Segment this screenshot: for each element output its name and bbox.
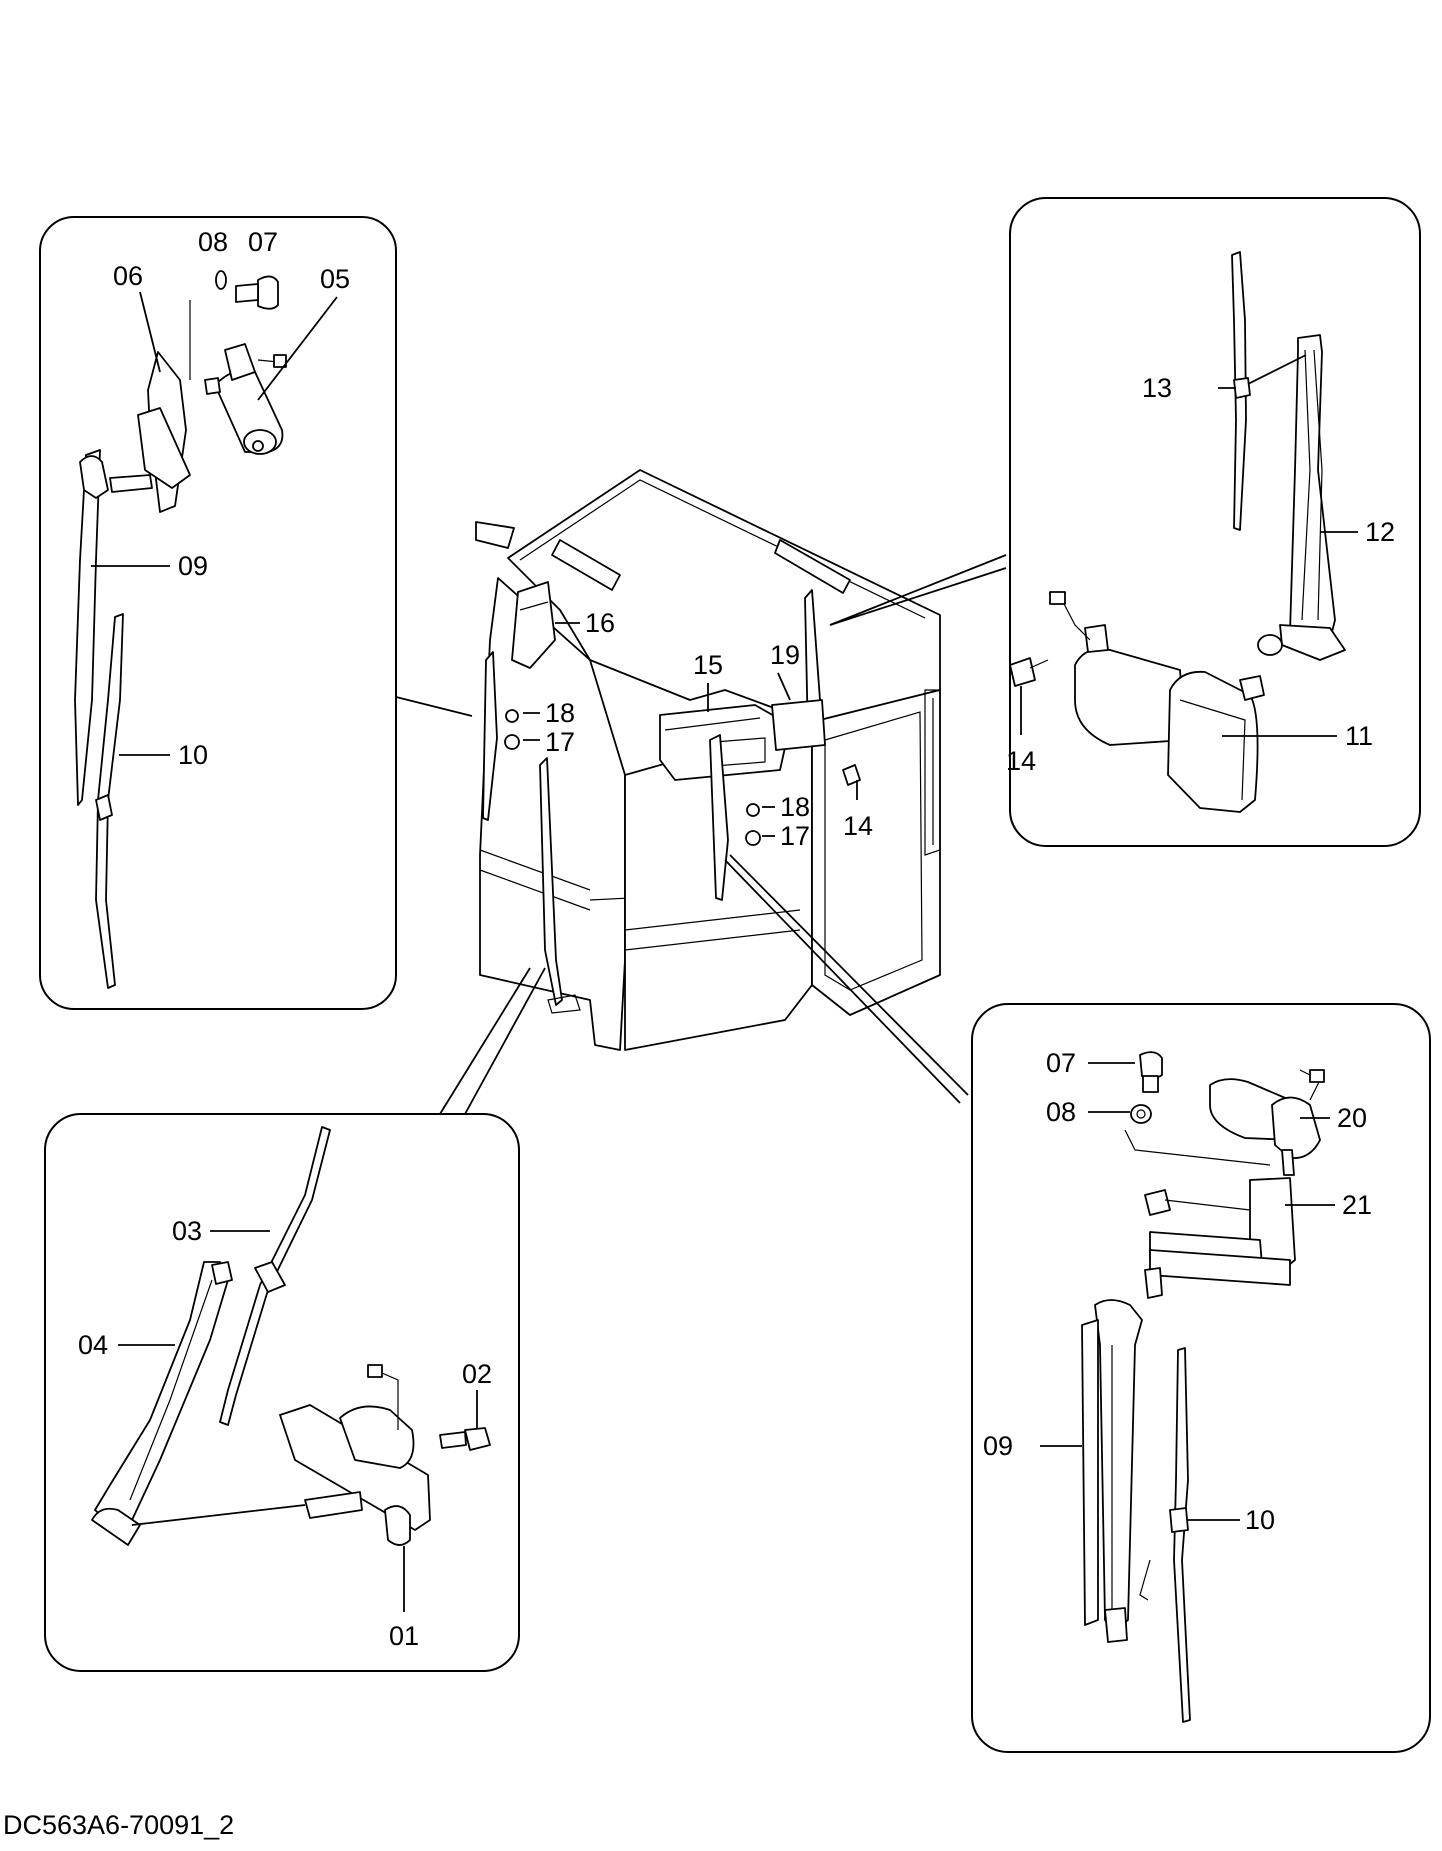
callout-08: 08 bbox=[198, 227, 228, 257]
cab-body bbox=[475, 469, 941, 1051]
callout-06: 06 bbox=[113, 261, 143, 291]
callout-11: 11 bbox=[1345, 721, 1373, 751]
callout-10-detail: 10 bbox=[1245, 1505, 1275, 1535]
callout-04: 04 bbox=[78, 1330, 108, 1360]
callout-05: 05 bbox=[320, 264, 350, 294]
detail-frame-top-right: 13 12 14 11 bbox=[829, 197, 1421, 847]
detail-frame-bottom-left: 03 04 02 01 bbox=[44, 967, 546, 1672]
callout-21: 21 bbox=[1342, 1190, 1372, 1220]
callout-20: 20 bbox=[1337, 1103, 1367, 1133]
detail-frame-bottom-right: 07 08 20 21 09 10 bbox=[724, 854, 1431, 1753]
callout-17-right: 17 bbox=[780, 821, 810, 851]
callout-14-center: 14 bbox=[843, 811, 873, 841]
callout-09: 09 bbox=[178, 551, 208, 581]
center-callouts: 16 18 17 15 19 18 17 14 bbox=[523, 608, 873, 851]
callout-13: 13 bbox=[1142, 373, 1172, 403]
callout-09-detail: 09 bbox=[983, 1431, 1013, 1461]
detail-frame-top-left: 06 08 07 05 09 10 bbox=[39, 216, 473, 1010]
callout-12: 12 bbox=[1365, 517, 1395, 547]
callout-02: 02 bbox=[462, 1359, 492, 1389]
callout-15: 15 bbox=[693, 650, 723, 680]
callout-10: 10 bbox=[178, 740, 208, 770]
callout-08-detail: 08 bbox=[1046, 1097, 1076, 1127]
callout-17: 17 bbox=[545, 727, 575, 757]
callout-14: 14 bbox=[1006, 746, 1036, 776]
callout-18: 18 bbox=[545, 698, 575, 728]
callout-07-detail: 07 bbox=[1046, 1048, 1076, 1078]
callout-19: 19 bbox=[770, 640, 800, 670]
callout-01: 01 bbox=[389, 1621, 419, 1651]
callout-16: 16 bbox=[585, 608, 615, 638]
callout-03: 03 bbox=[172, 1216, 202, 1246]
callout-07: 07 bbox=[248, 227, 278, 257]
figure-id: DC563A6-70091_2 bbox=[3, 1810, 234, 1840]
callout-18-right: 18 bbox=[780, 792, 810, 822]
